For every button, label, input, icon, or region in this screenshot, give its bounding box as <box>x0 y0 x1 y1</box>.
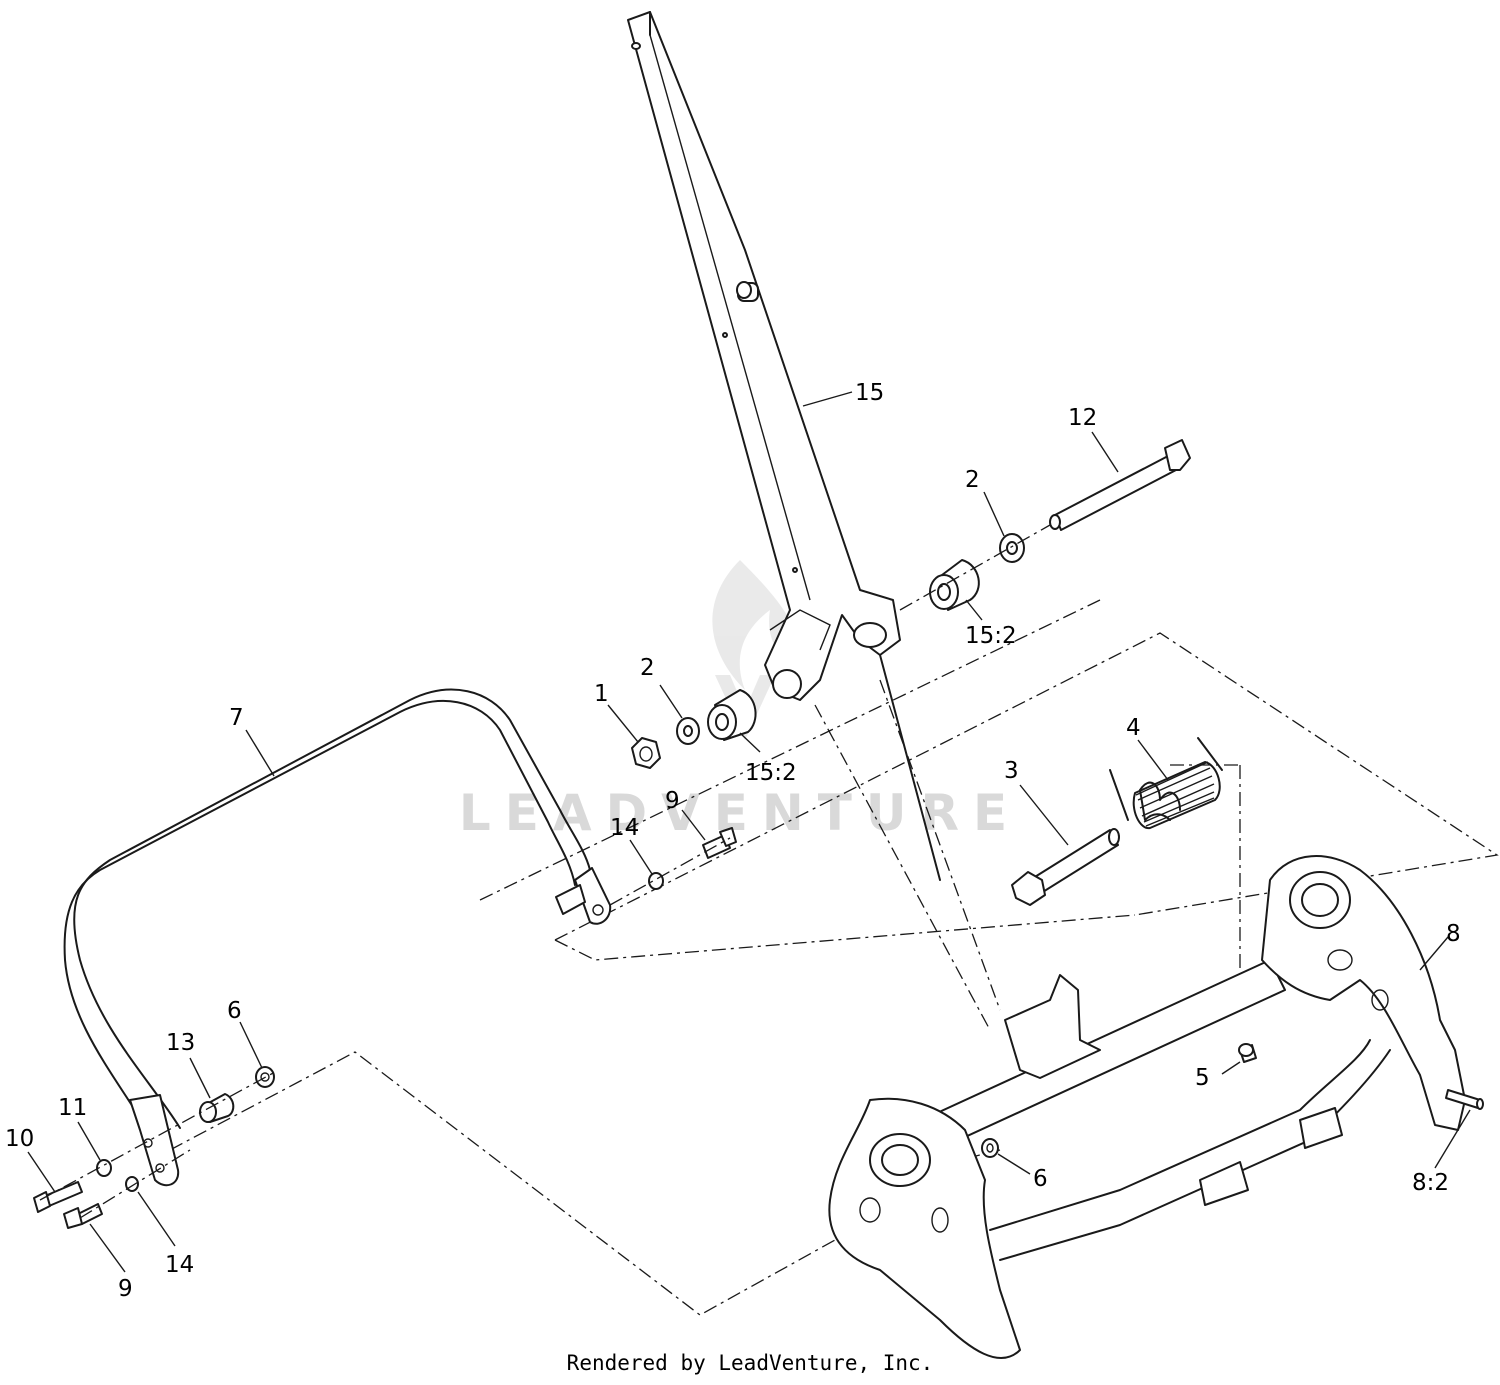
callout-10: 10 <box>5 1126 34 1152</box>
part-8-frame <box>828 855 1466 1360</box>
callout-13: 13 <box>166 1030 195 1056</box>
callout-6-left: 6 <box>227 998 242 1024</box>
callout-12: 12 <box>1068 405 1097 431</box>
part-12-bolt <box>1049 439 1191 531</box>
part-15-upright-tube <box>627 11 941 881</box>
callout-9-upper: 9 <box>665 788 680 814</box>
part-6-nut-right <box>981 1138 999 1158</box>
part-11-washer <box>96 1159 112 1177</box>
callout-7: 7 <box>229 705 244 731</box>
leader-lines <box>27 391 1471 1273</box>
callout-4: 4 <box>1126 715 1141 741</box>
callouts: 15 12 2 15:2 1 2 15:2 7 4 3 9 14 8 6 13 … <box>5 380 1461 1302</box>
callout-2-left: 2 <box>640 655 655 681</box>
callout-5: 5 <box>1195 1065 1210 1091</box>
callout-15-2-left: 15:2 <box>745 760 797 786</box>
part-13-spacer <box>199 1093 235 1123</box>
part-2-washer-right <box>999 533 1025 563</box>
callout-1: 1 <box>594 681 609 707</box>
callout-3: 3 <box>1004 758 1019 784</box>
part-10-bolt <box>33 1181 83 1213</box>
leadventure-flame-logo <box>712 560 801 740</box>
part-15-2-bushing-right <box>929 559 980 611</box>
rendered-by-credit: Rendered by LeadVenture, Inc. <box>567 1351 934 1375</box>
part-8-2-pin <box>1445 1089 1484 1110</box>
callout-15-2-right: 15:2 <box>965 623 1017 649</box>
part-9-bolt-lower <box>63 1203 103 1229</box>
callout-11: 11 <box>58 1095 87 1121</box>
part-7-hoop-bar <box>63 688 612 1187</box>
part-9-bolt-upper <box>702 827 737 859</box>
part-4-spring <box>1109 737 1223 830</box>
callout-8: 8 <box>1446 921 1461 947</box>
part-3-pivot-bolt <box>1011 828 1120 906</box>
callout-6-right: 6 <box>1033 1166 1048 1192</box>
part-15-2-bushing-left <box>707 689 757 741</box>
callout-2-right: 2 <box>965 467 980 493</box>
callout-14-upper: 14 <box>610 815 639 841</box>
callout-9-lower: 9 <box>118 1276 133 1302</box>
part-5-fitting <box>1238 1043 1257 1063</box>
callout-14-lower: 14 <box>165 1252 194 1278</box>
part-1-nut <box>631 737 661 769</box>
part-2-washer-left <box>676 717 700 745</box>
callout-8-2: 8:2 <box>1412 1170 1449 1196</box>
part-14-spacer-upper <box>648 872 664 890</box>
callout-15: 15 <box>855 380 884 406</box>
